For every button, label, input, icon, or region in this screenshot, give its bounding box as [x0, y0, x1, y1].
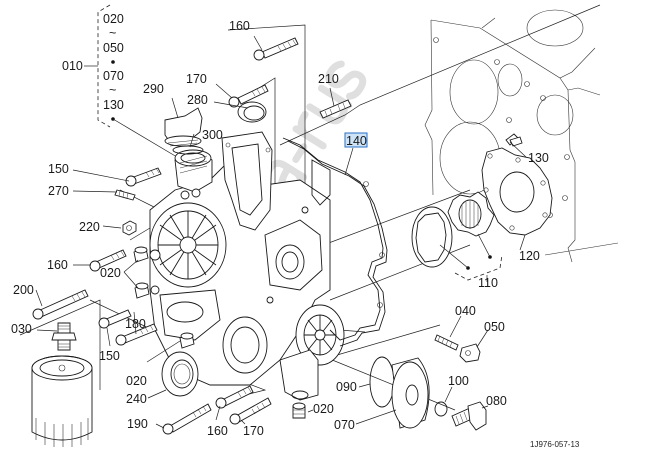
callout-210: 210	[318, 72, 339, 86]
oil-pump-outer-rotor	[411, 206, 453, 268]
gear-case-gasket	[282, 137, 388, 347]
oil-pump-inner-rotor	[447, 191, 495, 237]
kit-range1-start: 020	[103, 12, 124, 26]
bolt-180	[115, 323, 158, 346]
gear-case	[149, 131, 345, 401]
callout-020-mid: 020	[100, 266, 121, 280]
callout-040: 040	[455, 304, 476, 318]
callout-150-top: 150	[48, 162, 69, 176]
valve-050	[459, 343, 481, 363]
callout-300: 300	[202, 128, 223, 142]
kit-range1-tilde: ~	[109, 26, 116, 40]
callout-290: 290	[143, 82, 164, 96]
o-ring-090	[369, 356, 395, 408]
kit-range1-end: 050	[103, 41, 124, 55]
stud-210	[319, 99, 352, 119]
bolt-190	[162, 403, 212, 435]
oil-seal-240	[161, 351, 199, 397]
bolt-150-low	[98, 309, 132, 329]
callout-160-low: 160	[207, 424, 228, 438]
callout-270: 270	[48, 184, 69, 198]
kit-range2-tilde: ~	[109, 83, 116, 97]
plug-080	[451, 401, 487, 431]
plug-020-low	[179, 332, 195, 349]
callout-100: 100	[448, 374, 469, 388]
bolt-160-top	[253, 37, 299, 61]
callout-160-top: 160	[229, 19, 250, 33]
plug-020-mid-b	[134, 282, 150, 299]
callout-140-highlight	[344, 132, 368, 148]
callout-160-mid: 160	[47, 258, 68, 272]
bolt-200	[32, 289, 89, 320]
callout-240: 240	[126, 392, 147, 406]
filter-cover-070	[391, 357, 430, 429]
oil-filter	[31, 355, 93, 447]
callout-070: 070	[334, 418, 355, 432]
kit-label-010: 010	[62, 59, 83, 73]
engine-block	[424, 9, 619, 263]
fitting-030	[51, 322, 77, 351]
callout-020-bottom: 020	[313, 402, 334, 416]
kit-bracket-010	[84, 4, 183, 161]
bolt-160-low	[215, 385, 254, 409]
oil-cap-290	[164, 107, 203, 147]
callout-030: 030	[11, 322, 32, 336]
callout-170-top: 170	[186, 72, 207, 86]
callout-180: 180	[125, 317, 146, 331]
callout-220: 220	[79, 220, 100, 234]
callout-140[interactable]: 140	[346, 134, 367, 148]
callout-170-low: 170	[243, 424, 264, 438]
callout-120: 120	[519, 249, 540, 263]
nut-220	[122, 220, 137, 236]
bolt-170-top	[228, 84, 269, 108]
o-ring-300	[172, 145, 204, 155]
callout-090: 090	[336, 380, 357, 394]
plug-020-mid-a	[133, 246, 149, 263]
plug-280	[237, 101, 267, 123]
bolt-150-top	[125, 167, 162, 187]
plug-020-bottom	[292, 402, 306, 419]
callout-110: 110	[478, 276, 498, 290]
spring-040	[434, 334, 459, 351]
o-ring-100	[434, 401, 448, 417]
callout-leaders	[35, 35, 527, 429]
oil-pump-plate	[481, 147, 553, 236]
callout-050: 050	[484, 320, 505, 334]
bolt-160-mid	[89, 249, 127, 272]
screw-130	[505, 133, 523, 147]
callout-020-low: 020	[126, 374, 147, 388]
callout-080: 080	[486, 394, 507, 408]
kit-range2-end: 130	[103, 98, 124, 112]
callout-130: 130	[528, 151, 549, 165]
kit-range2-start: 070	[103, 69, 124, 83]
oil-pump-kit-bracket	[439, 233, 503, 282]
drawing-number: 1J976-057-13	[530, 440, 580, 449]
callout-190: 190	[127, 417, 148, 431]
callout-200: 200	[13, 283, 34, 297]
callout-280: 280	[187, 93, 208, 107]
bolt-170-low	[229, 397, 272, 425]
callout-150-low: 150	[99, 349, 120, 363]
stud-270	[114, 189, 136, 201]
